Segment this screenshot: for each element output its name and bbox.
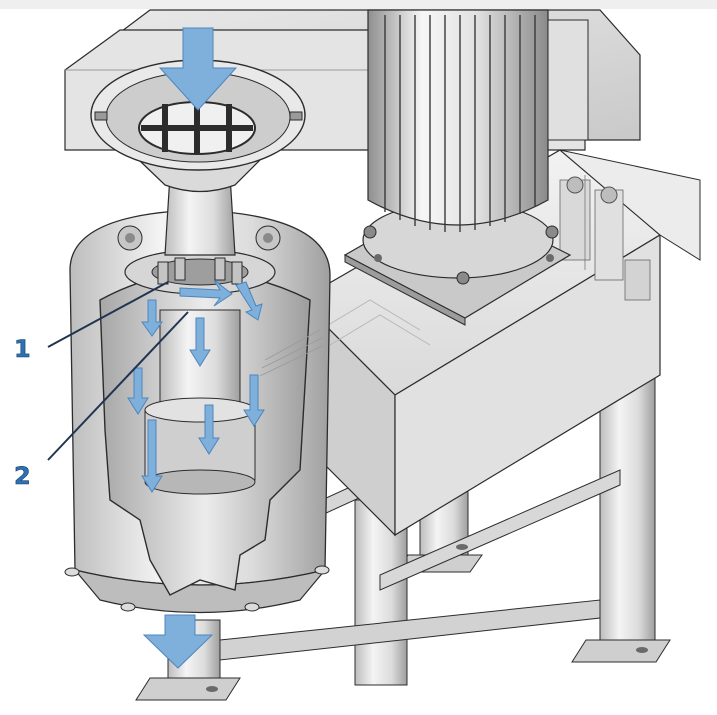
callout-label-2: 2 bbox=[14, 462, 31, 490]
callout-label-1: 1 bbox=[14, 335, 31, 363]
top-strip bbox=[0, 0, 717, 9]
arrow-down-icon bbox=[158, 27, 238, 111]
sifter-drum bbox=[64, 209, 331, 614]
drive-motor bbox=[343, 9, 589, 326]
flow-arrows bbox=[127, 27, 265, 669]
inlet-grate bbox=[138, 101, 256, 155]
callout-labels: 1 2 bbox=[14, 335, 31, 491]
clamp-knobs bbox=[117, 225, 281, 251]
callout-leader-2 bbox=[47, 311, 189, 461]
inlet-funnel bbox=[90, 59, 307, 256]
arrow-down-icon bbox=[142, 614, 214, 669]
internal-flow-arrows bbox=[127, 279, 265, 493]
pneumatic-unit bbox=[559, 175, 651, 301]
callout-leaders bbox=[47, 281, 189, 461]
callout-leader-1 bbox=[47, 281, 169, 348]
